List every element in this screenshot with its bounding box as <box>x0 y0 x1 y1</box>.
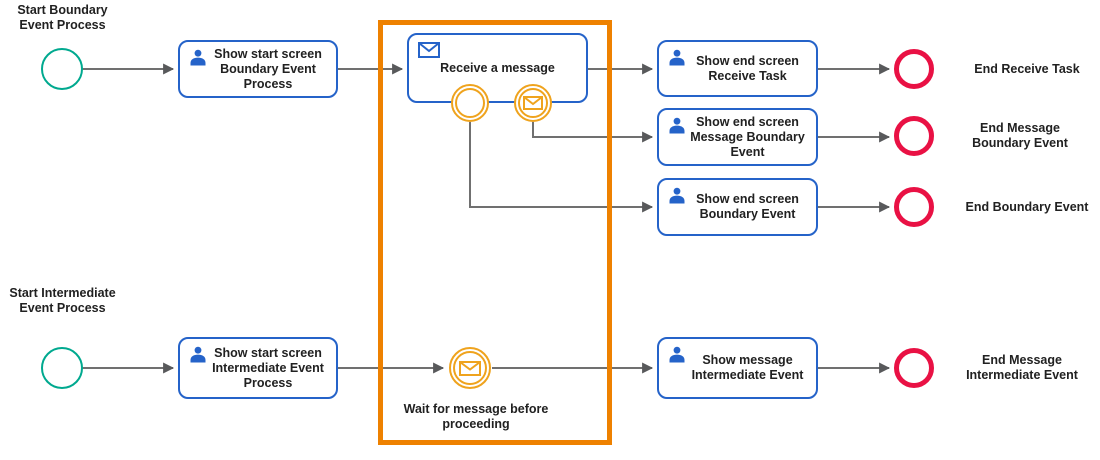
user-icon <box>189 346 207 364</box>
end-event-label: End Message Intermediate Event <box>966 353 1078 382</box>
start-event-label: Start Intermediate Event Process <box>9 286 116 315</box>
boundary-event-inner-ring <box>455 88 485 118</box>
task-label: Show start screen Intermediate Event Pro… <box>212 345 324 390</box>
task-show-end-screen-boundary-event[interactable]: Show end screen Boundary Event <box>657 178 818 236</box>
task-show-end-screen-receive-task[interactable]: Show end screen Receive Task <box>657 40 818 97</box>
task-label: Show end screen Message Boundary Event <box>690 114 805 159</box>
user-icon <box>668 346 686 364</box>
task-show-start-screen-boundary-event-process[interactable]: Show start screen Boundary Event Process <box>178 40 338 98</box>
task-show-message-intermediate-event[interactable]: Show message Intermediate Event <box>657 337 818 399</box>
message-intermediate-catch-event[interactable] <box>449 347 491 389</box>
user-icon <box>668 117 686 135</box>
task-receive-a-message[interactable]: Receive a message <box>407 33 588 103</box>
start-event-intermediate-process[interactable] <box>41 347 83 389</box>
intermediate-event-inner-ring <box>453 351 487 385</box>
task-label: Receive a message <box>440 60 555 75</box>
message-icon <box>459 360 481 376</box>
user-icon <box>189 49 207 67</box>
user-icon <box>668 187 686 205</box>
start-event-boundary-process[interactable] <box>41 48 83 90</box>
boundary-event[interactable] <box>451 84 489 122</box>
flow-boundary-to-task <box>469 122 654 213</box>
intermediate-event-label: Wait for message before proceeding <box>403 402 549 431</box>
end-event-message-intermediate[interactable] <box>894 348 934 388</box>
message-boundary-event[interactable] <box>514 84 552 122</box>
message-icon <box>418 42 440 58</box>
user-icon <box>668 49 686 67</box>
end-event-message-boundary[interactable] <box>894 116 934 156</box>
task-show-end-screen-message-boundary-event[interactable]: Show end screen Message Boundary Event <box>657 108 818 166</box>
end-event-label: End Boundary Event <box>965 200 1089 214</box>
task-label: Show message Intermediate Event <box>691 353 804 382</box>
task-show-start-screen-intermediate-event-process[interactable]: Show start screen Intermediate Event Pro… <box>178 337 338 399</box>
end-event-receive-task[interactable] <box>894 49 934 89</box>
end-event-boundary[interactable] <box>894 187 934 227</box>
message-icon <box>523 96 543 110</box>
task-label: Show end screen Boundary Event <box>696 192 799 221</box>
task-label: Show start screen Boundary Event Process <box>214 46 322 91</box>
message-boundary-event-inner-ring <box>518 88 548 118</box>
flow-message-boundary-to-task <box>532 122 654 143</box>
end-event-label: End Receive Task <box>974 62 1080 76</box>
end-event-label: End Message Boundary Event <box>972 121 1068 150</box>
task-label: Show end screen Receive Task <box>696 53 799 83</box>
start-event-label: Start Boundary Event Process <box>17 3 108 32</box>
